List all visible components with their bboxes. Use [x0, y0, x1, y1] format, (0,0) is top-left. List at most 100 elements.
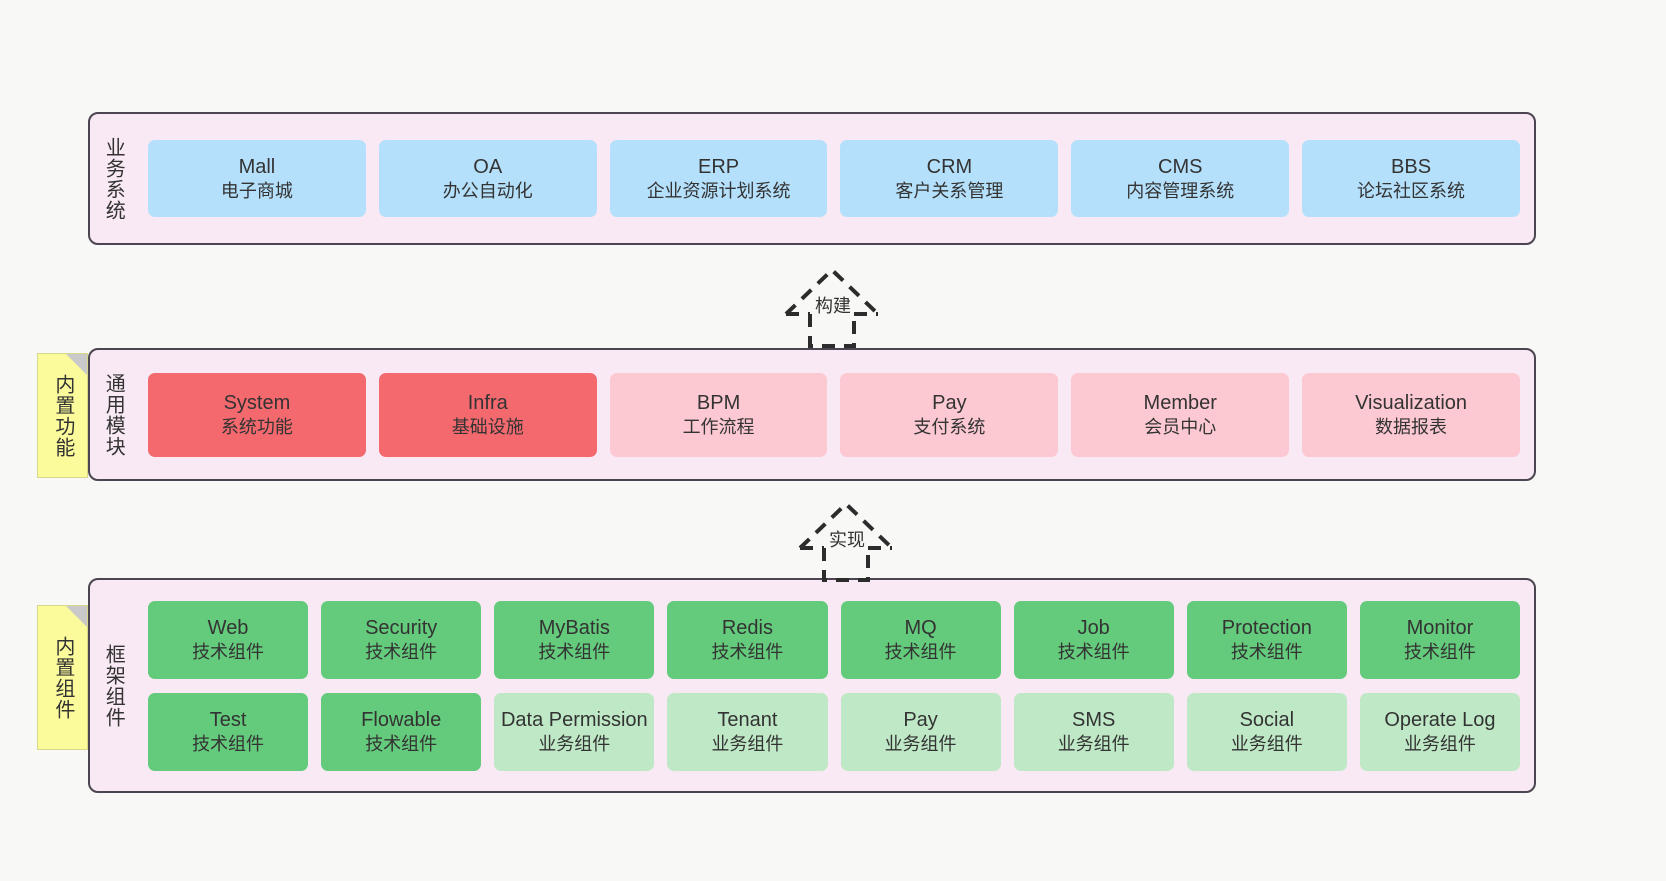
- component-row-business: Test 技术组件 Flowable 技术组件 Data Permission …: [148, 692, 1520, 771]
- node-subtitle: 系统功能: [220, 416, 293, 437]
- node-member[interactable]: Member 会员中心: [1071, 372, 1290, 457]
- node-subtitle: 业务组件: [1403, 733, 1476, 754]
- node-bpm[interactable]: BPM 工作流程: [609, 372, 828, 457]
- node-title: Pay: [903, 708, 938, 731]
- node-subtitle: 技术组件: [192, 641, 265, 662]
- node-mybatis[interactable]: MyBatis 技术组件: [494, 600, 655, 679]
- node-subtitle: 技术组件: [884, 641, 957, 662]
- node-subtitle: 技术组件: [365, 733, 438, 754]
- node-data-permission[interactable]: Data Permission 业务组件: [494, 692, 655, 771]
- node-test[interactable]: Test 技术组件: [148, 692, 309, 771]
- node-title: OA: [473, 155, 503, 178]
- node-social[interactable]: Social 业务组件: [1186, 692, 1347, 771]
- node-title: Security: [365, 616, 438, 639]
- node-web[interactable]: Web 技术组件: [148, 600, 309, 679]
- node-title: Infra: [467, 391, 508, 414]
- node-bbs[interactable]: BBS 论坛社区系统: [1302, 140, 1520, 217]
- connector-build-arrow: [784, 267, 880, 348]
- node-subtitle: 客户关系管理: [895, 180, 1004, 201]
- node-sms[interactable]: SMS 业务组件: [1013, 692, 1174, 771]
- sticky-note-text: 内置功能: [51, 373, 74, 458]
- layer-title-common-module: 通用模块: [102, 372, 125, 457]
- node-subtitle: 支付系统: [913, 416, 986, 437]
- node-subtitle: 办公自动化: [442, 180, 533, 201]
- node-oa[interactable]: OA 办公自动化: [378, 140, 597, 217]
- node-subtitle: 技术组件: [192, 733, 265, 754]
- node-subtitle: 数据报表: [1375, 416, 1448, 437]
- node-title: Redis: [721, 616, 773, 639]
- node-subtitle: 技术组件: [711, 641, 784, 662]
- node-redis[interactable]: Redis 技术组件: [667, 600, 828, 679]
- node-subtitle: 业务组件: [538, 733, 611, 754]
- node-title: Test: [209, 708, 247, 731]
- node-infra[interactable]: Infra 基础设施: [378, 372, 597, 457]
- layer-body-business-system: Mall 电子商城 OA 办公自动化 ERP 企业资源计划系统 CRM 客户关系…: [136, 114, 1534, 243]
- node-monitor[interactable]: Monitor 技术组件: [1359, 600, 1520, 679]
- node-cms[interactable]: CMS 内容管理系统: [1071, 140, 1290, 217]
- sticky-note-text: 内置组件: [51, 635, 74, 720]
- layer-framework-component[interactable]: 框架组件 Web 技术组件 Security 技术组件 MyBatis 技术组件…: [88, 578, 1536, 793]
- node-title: MQ: [904, 616, 937, 639]
- node-subtitle: 电子商城: [220, 180, 293, 201]
- layer-title-framework-component: 框架组件: [102, 643, 125, 728]
- node-subtitle: 企业资源计划系统: [646, 180, 791, 201]
- node-crm[interactable]: CRM 客户关系管理: [840, 140, 1059, 217]
- node-mall[interactable]: Mall 电子商城: [148, 140, 366, 217]
- node-job[interactable]: Job 技术组件: [1013, 600, 1174, 679]
- layer-body-common-module: System 系统功能 Infra 基础设施 BPM 工作流程 Pay 支付系统…: [136, 350, 1534, 479]
- node-title: Job: [1077, 616, 1110, 639]
- node-title: Pay: [932, 391, 967, 414]
- node-title: Flowable: [361, 708, 442, 731]
- node-subtitle: 技术组件: [1057, 641, 1130, 662]
- layer-business-system[interactable]: 业务系统 Mall 电子商城 OA 办公自动化 ERP 企业资源计划系统 CRM…: [88, 112, 1536, 245]
- node-title: Visualization: [1355, 391, 1468, 414]
- node-erp[interactable]: ERP 企业资源计划系统: [609, 140, 828, 217]
- node-title: System: [223, 391, 291, 414]
- layer-common-module[interactable]: 通用模块 System 系统功能 Infra 基础设施 BPM 工作流程 Pay…: [88, 348, 1536, 481]
- connector-implement-arrow: [798, 501, 894, 582]
- sticky-note-builtin-features[interactable]: 内置功能: [37, 353, 88, 478]
- connector-implement-label: 实现: [829, 530, 865, 550]
- node-subtitle: 业务组件: [884, 733, 957, 754]
- node-subtitle: 业务组件: [1230, 733, 1303, 754]
- node-pay-component[interactable]: Pay 业务组件: [840, 692, 1001, 771]
- node-title: Web: [207, 616, 249, 639]
- node-protection[interactable]: Protection 技术组件: [1186, 600, 1347, 679]
- node-title: Protection: [1221, 616, 1312, 639]
- component-row-tech: Web 技术组件 Security 技术组件 MyBatis 技术组件 Redi…: [148, 600, 1520, 679]
- node-visualization[interactable]: Visualization 数据报表: [1302, 372, 1520, 457]
- node-mq[interactable]: MQ 技术组件: [840, 600, 1001, 679]
- node-subtitle: 技术组件: [1230, 641, 1303, 662]
- node-title: Operate Log: [1384, 708, 1496, 731]
- node-title: Social: [1239, 708, 1295, 731]
- node-system[interactable]: System 系统功能: [148, 372, 366, 457]
- node-tenant[interactable]: Tenant 业务组件: [667, 692, 828, 771]
- folded-corner-icon: [66, 606, 87, 627]
- node-title: ERP: [698, 155, 740, 178]
- node-subtitle: 论坛社区系统: [1357, 180, 1466, 201]
- node-operate-log[interactable]: Operate Log 业务组件: [1359, 692, 1520, 771]
- node-title: Tenant: [717, 708, 778, 731]
- connector-build-label: 构建: [815, 296, 851, 316]
- node-title: Monitor: [1406, 616, 1474, 639]
- node-subtitle: 技术组件: [365, 641, 438, 662]
- node-title: SMS: [1072, 708, 1116, 731]
- layer-body-framework-component: Web 技术组件 Security 技术组件 MyBatis 技术组件 Redi…: [136, 580, 1534, 791]
- node-subtitle: 技术组件: [1403, 641, 1476, 662]
- node-subtitle: 基础设施: [451, 416, 524, 437]
- node-pay-module[interactable]: Pay 支付系统: [840, 372, 1059, 457]
- node-title: BBS: [1391, 155, 1432, 178]
- node-title: Mall: [238, 155, 276, 178]
- node-subtitle: 工作流程: [682, 416, 755, 437]
- node-subtitle: 技术组件: [538, 641, 611, 662]
- node-security[interactable]: Security 技术组件: [321, 600, 482, 679]
- sticky-note-builtin-components[interactable]: 内置组件: [37, 605, 88, 750]
- node-flowable[interactable]: Flowable 技术组件: [321, 692, 482, 771]
- node-title: Data Permission: [500, 708, 648, 731]
- node-title: MyBatis: [538, 616, 610, 639]
- node-subtitle: 业务组件: [1057, 733, 1130, 754]
- node-title: Member: [1143, 391, 1217, 414]
- node-subtitle: 业务组件: [711, 733, 784, 754]
- node-title: CMS: [1158, 155, 1203, 178]
